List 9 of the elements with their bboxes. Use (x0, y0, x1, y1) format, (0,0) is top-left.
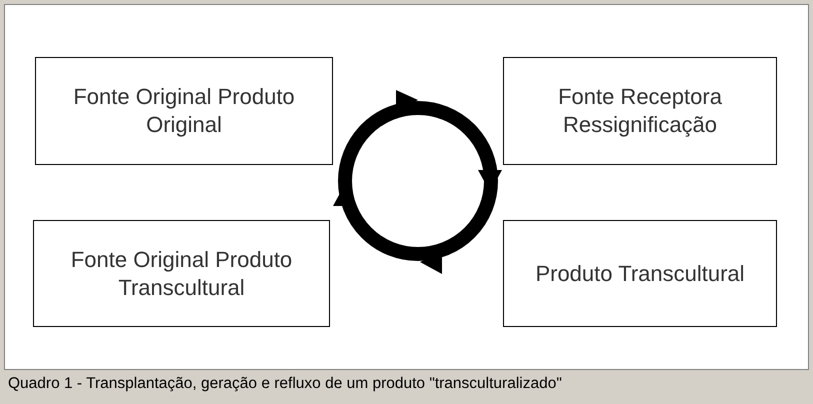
box-text: Fonte Receptora Ressignificação (557, 83, 723, 139)
box-text: Produto Transcultural (534, 260, 746, 288)
text-box (35, 57, 333, 165)
caption: Quadro 1 - Transplantação, geração e refluxo de um produto "transculturalizado" (8, 375, 562, 393)
text-box (33, 220, 330, 327)
text-box (503, 220, 777, 327)
box-text: Fonte Original Produto Transcultural (70, 246, 294, 302)
box-text: Fonte Original Produto Original (72, 83, 296, 139)
text-box (503, 57, 777, 165)
